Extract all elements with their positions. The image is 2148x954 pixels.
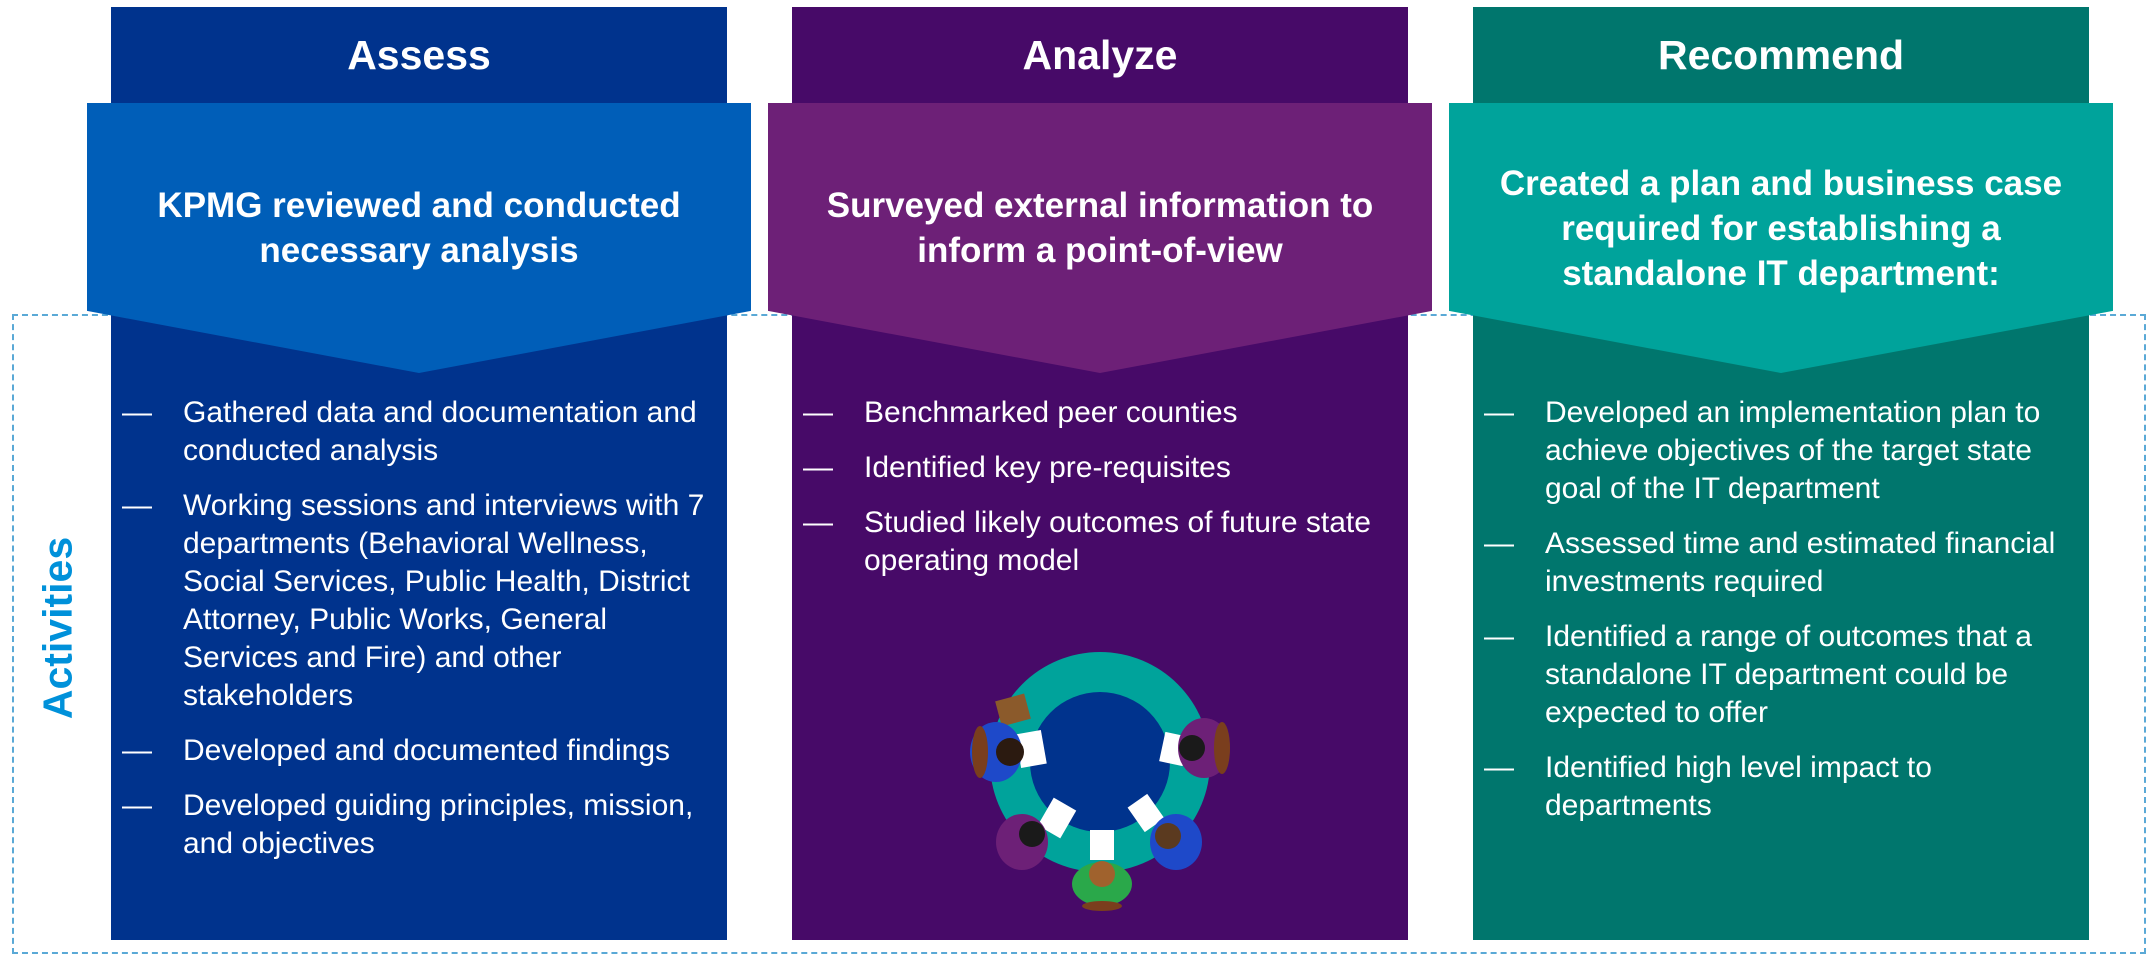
list-item: —Studied likely outcomes of future state… xyxy=(803,506,1371,577)
list-item: —Identified key pre-requisites xyxy=(792,449,1408,487)
assess-summary: KPMG reviewed and conducted necessary an… xyxy=(157,186,681,270)
paper-icon xyxy=(1015,730,1047,768)
paper-icon xyxy=(1127,793,1165,833)
person-right-icon xyxy=(1178,718,1230,778)
dash-bullet: — xyxy=(122,489,152,522)
table-center xyxy=(1030,692,1170,832)
list-item: —Identified high level impact to departm… xyxy=(1484,751,1932,822)
analyze-header: Analyze xyxy=(792,7,1408,103)
notebook-icon xyxy=(995,693,1031,727)
list-item: —Working sessions and interviews with 7 … xyxy=(122,489,705,712)
list-item: —Gathered data and documentation and con… xyxy=(122,396,697,467)
analyze-summary-chevron: Surveyed external information to inform … xyxy=(768,103,1432,373)
assess-summary-chevron: KPMG reviewed and conducted necessary an… xyxy=(87,103,751,373)
dash-bullet: — xyxy=(1484,620,1514,653)
dash-bullet: — xyxy=(1484,751,1514,784)
person-left-icon xyxy=(970,722,1024,782)
dash-bullet: — xyxy=(803,451,833,484)
assess-bullet-list: —Gathered data and documentation and con… xyxy=(111,394,727,880)
list-item: —Developed guiding principles, mission, … xyxy=(122,789,694,860)
dash-bullet: — xyxy=(1484,396,1514,429)
person-bottom-right-icon xyxy=(1150,814,1202,870)
analyze-summary: Surveyed external information to inform … xyxy=(826,186,1374,270)
list-item: —Identified a range of outcomes that a s… xyxy=(1484,620,2032,729)
person-bottom-left-icon xyxy=(996,814,1048,870)
recommend-column: Recommend Created a plan and business ca… xyxy=(1449,7,2113,940)
recommend-summary-chevron: Created a plan and business case require… xyxy=(1449,103,2113,373)
dash-bullet: — xyxy=(122,789,152,822)
dash-bullet: — xyxy=(1484,527,1514,560)
assess-column: Assess KPMG reviewed and conducted neces… xyxy=(87,7,751,940)
dash-bullet: — xyxy=(122,734,152,767)
dash-bullet: — xyxy=(803,506,833,539)
person-bottom-icon xyxy=(1072,861,1132,911)
analyze-bullet-list: —Benchmarked peer counties —Identified k… xyxy=(792,394,1408,597)
dash-bullet: — xyxy=(122,396,152,429)
meeting-table-illustration xyxy=(970,652,1230,911)
analyze-column: Analyze Surveyed external information to… xyxy=(768,7,1432,940)
paper-icon xyxy=(1090,830,1114,860)
list-item: —Developed an implementation plan to ach… xyxy=(1484,396,2041,505)
recommend-header: Recommend xyxy=(1473,7,2089,103)
recommend-summary: Created a plan and business case require… xyxy=(1499,164,2063,293)
list-item: —Developed and documented findings xyxy=(111,732,727,770)
list-item: —Benchmarked peer counties xyxy=(792,394,1408,432)
activities-label: Activities xyxy=(34,536,81,720)
dash-bullet: — xyxy=(803,396,833,429)
list-item: —Assessed time and estimated financial i… xyxy=(1484,527,2056,598)
recommend-bullet-list: —Developed an implementation plan to ach… xyxy=(1473,394,2089,842)
paper-icon xyxy=(1037,797,1077,839)
assess-header: Assess xyxy=(111,7,727,103)
